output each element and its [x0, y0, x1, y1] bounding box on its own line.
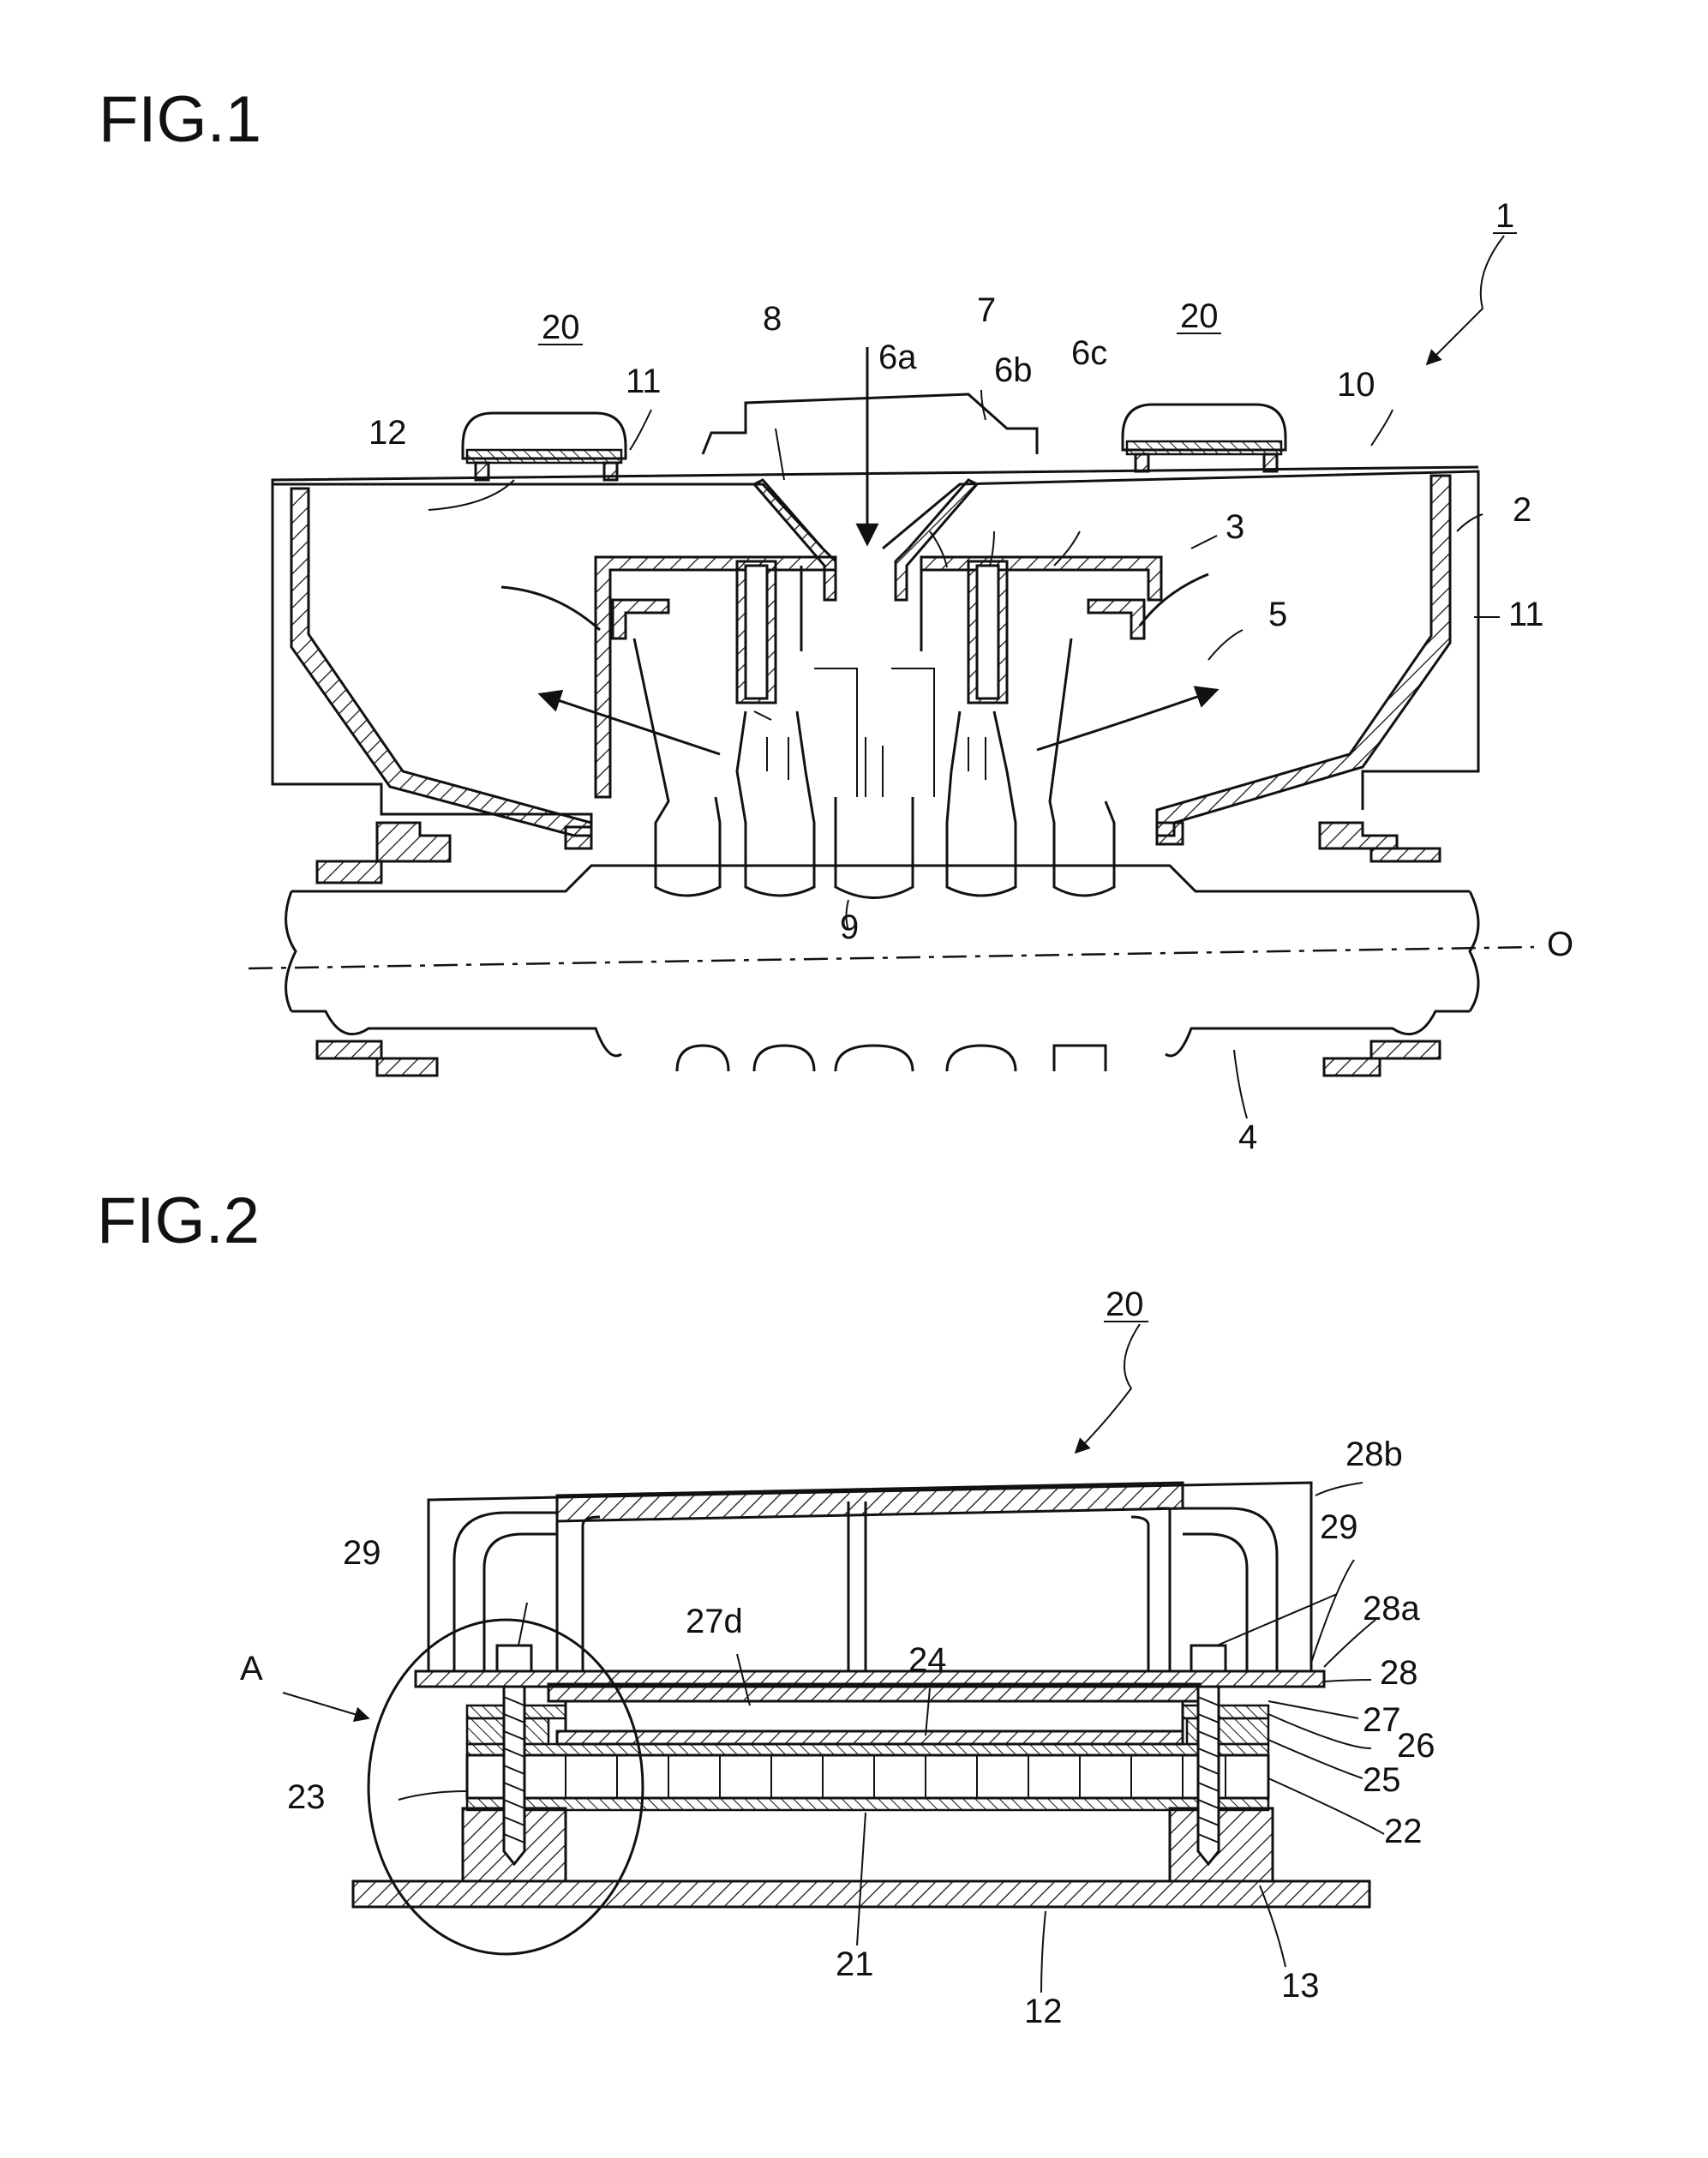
ref-12-fig2: 12: [1024, 1993, 1063, 2030]
ref-5: 5: [1268, 596, 1287, 633]
ref-11-top: 11: [626, 363, 662, 400]
ref-11-right: 11: [1508, 596, 1544, 633]
ref-27: 27: [1363, 1701, 1401, 1739]
leader-20: [1076, 1324, 1140, 1453]
ref-7: 7: [977, 291, 996, 329]
turbine-blades: [634, 638, 1114, 898]
liner-left: [596, 557, 836, 797]
ref-21: 21: [836, 1945, 874, 1983]
ref-20-left: 20: [542, 309, 580, 346]
ref-13: 13: [1281, 1967, 1320, 2005]
liner-right-step: [1088, 600, 1144, 638]
ref-28b: 28b: [1345, 1436, 1403, 1473]
ref-29-right: 29: [1320, 1508, 1358, 1546]
ref-20-right: 20: [1180, 297, 1219, 335]
component-20-left: [463, 413, 626, 480]
ref-26: 26: [1397, 1727, 1435, 1765]
liner-right: [921, 557, 1161, 600]
ref-6c: 6c: [1071, 334, 1107, 372]
leader-1: [1427, 236, 1504, 364]
figure-1: FIG.1: [99, 83, 1573, 1156]
ref-O: O: [1547, 926, 1573, 963]
leader-A: [283, 1693, 369, 1718]
ref-1: 1: [1495, 197, 1514, 235]
ref-29-left: 29: [343, 1534, 381, 1572]
casing-2: [273, 471, 1478, 836]
inlet-housing: [703, 394, 1037, 454]
ref-A: A: [240, 1650, 263, 1687]
layer-21: [467, 1798, 1268, 1810]
figure-1-title: FIG.1: [99, 83, 261, 156]
flange-right-upper: [1320, 823, 1397, 848]
flange-left-lower: [317, 861, 381, 883]
flange-left-upper: [377, 823, 450, 861]
layer-24: [557, 1731, 1183, 1744]
ref-6a: 6a: [878, 339, 917, 376]
ref-28: 28: [1380, 1654, 1418, 1692]
ref-12: 12: [369, 414, 407, 452]
ref-25: 25: [1363, 1761, 1401, 1799]
outflow-arrow-left: [540, 694, 720, 754]
ref-4: 4: [1238, 1118, 1257, 1156]
plate-28: [416, 1671, 1324, 1687]
layer-23: [467, 1744, 1268, 1755]
axis-O-line: [249, 947, 1534, 968]
ref-24: 24: [908, 1641, 947, 1679]
cover-28b: [428, 1483, 1311, 1671]
block-13-right: [1170, 1808, 1273, 1881]
layer-22-cells: [467, 1755, 1268, 1798]
ref-2: 2: [1513, 491, 1531, 529]
chamber-27d: [566, 1701, 1183, 1731]
swirl-left: [501, 587, 600, 630]
ref-10: 10: [1337, 366, 1375, 404]
figure-2-title: FIG.2: [97, 1184, 260, 1257]
component-20-right: [1123, 405, 1285, 471]
liner-left-step: [613, 600, 668, 638]
ref-8: 8: [763, 300, 782, 338]
ref-27d: 27d: [686, 1603, 743, 1640]
ref-28a: 28a: [1363, 1590, 1420, 1627]
figure-2: FIG.2: [97, 1184, 1435, 2030]
flange-right-lower: [1371, 848, 1440, 861]
ref-20: 20: [1106, 1286, 1144, 1323]
ref-9: 9: [840, 908, 859, 946]
ref-23: 23: [287, 1778, 326, 1816]
ref-6b: 6b: [994, 351, 1033, 389]
ref-22: 22: [1384, 1813, 1423, 1850]
ref-3: 3: [1226, 508, 1244, 546]
